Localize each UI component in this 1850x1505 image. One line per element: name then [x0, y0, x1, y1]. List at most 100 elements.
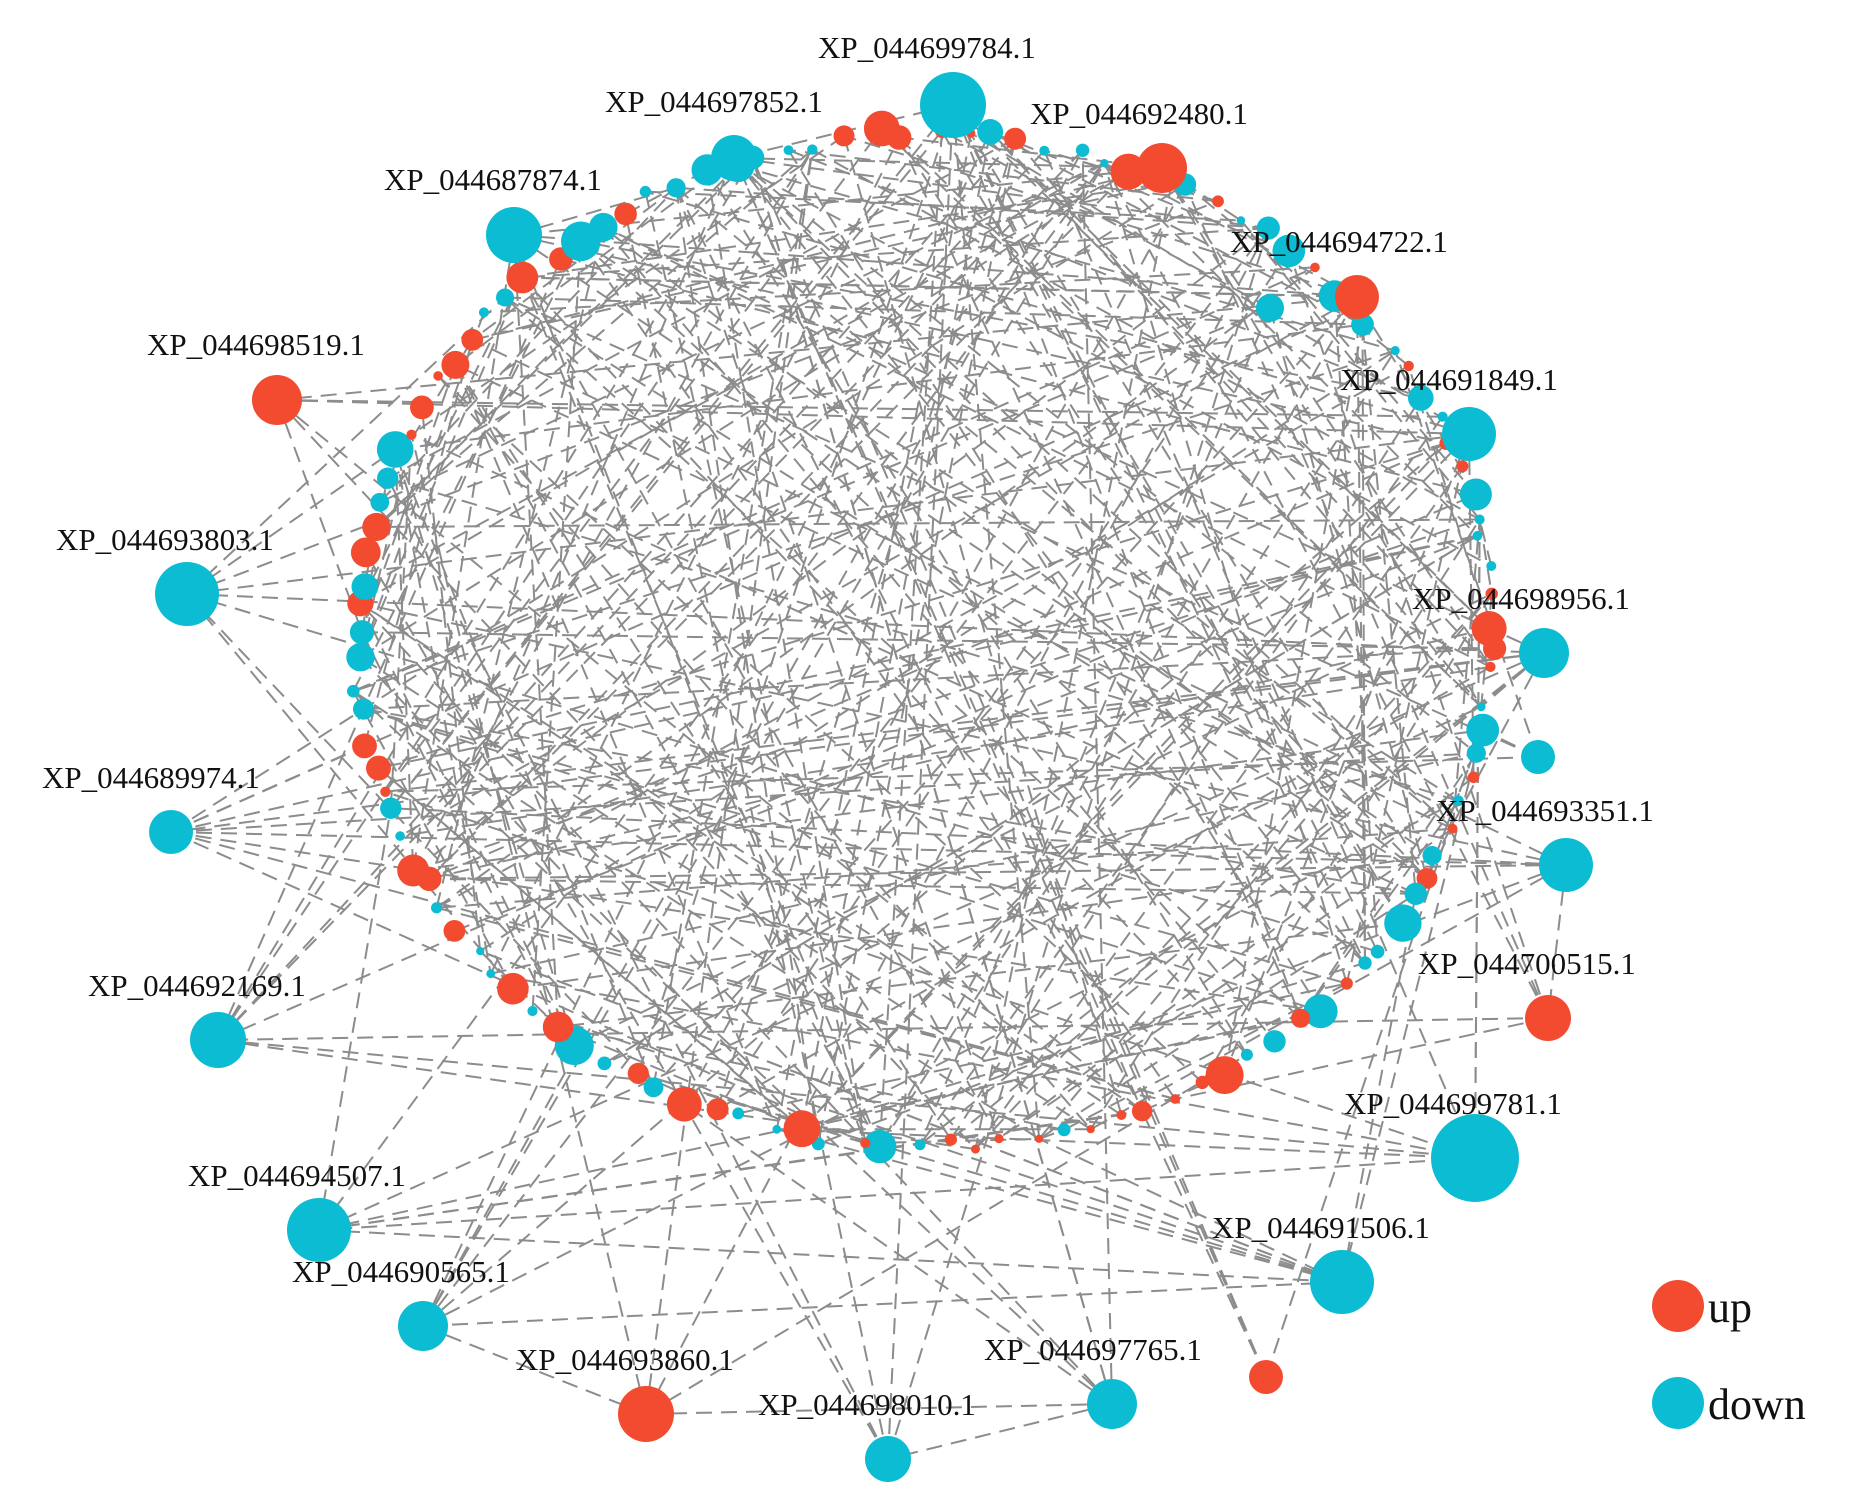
hub-label: XP_044698519.1	[147, 327, 365, 362]
interaction-edge	[788, 149, 1219, 203]
up-node	[366, 755, 391, 781]
legend-up-marker	[1652, 1280, 1704, 1332]
hub-edge	[217, 1017, 1549, 1041]
hub-node-xp-044699781-1	[1431, 1114, 1519, 1202]
interaction-edge	[716, 250, 1290, 1110]
hub-label: XP_044691506.1	[1212, 1210, 1430, 1245]
hub-label: XP_044694507.1	[188, 1158, 406, 1193]
hub-node-xp-044693351-1	[1539, 838, 1593, 892]
hub-label: XP_044698956.1	[1412, 581, 1630, 616]
interaction-edge	[1240, 219, 1481, 521]
up-node	[1467, 771, 1480, 784]
hub-edge	[454, 157, 735, 366]
interaction-edge	[602, 226, 1276, 1042]
hub-edge	[513, 234, 867, 1144]
interaction-edge	[454, 364, 778, 1130]
down-node	[807, 144, 818, 155]
interaction-edge	[974, 182, 1173, 1150]
interaction-edge	[361, 631, 1495, 650]
interaction-edge	[479, 349, 1396, 952]
up-node	[833, 125, 855, 147]
hub-edge	[898, 136, 1163, 169]
hub-node-xp-044698956-1	[1519, 628, 1569, 678]
hub-edge	[170, 652, 1545, 833]
interaction-edge	[974, 593, 1493, 1150]
hub-label: XP_044689974.1	[42, 760, 260, 795]
interaction-edge	[489, 137, 900, 975]
interaction-edge	[379, 187, 677, 503]
hub-edge	[318, 808, 392, 1231]
hub-edge	[217, 493, 1477, 1041]
interaction-edge	[352, 349, 1396, 693]
interaction-edge	[390, 130, 943, 809]
hub-label: XP_044693860.1	[516, 1342, 734, 1377]
hub-edge	[1161, 167, 1483, 708]
hub-node-xp-044692169-1	[190, 1012, 246, 1068]
interaction-edge	[706, 169, 867, 1144]
interaction-edge	[399, 138, 1016, 837]
interaction-edge	[387, 137, 1016, 480]
up-node	[506, 261, 539, 294]
interaction-edge	[504, 296, 1428, 880]
hub-edge	[733, 157, 1428, 880]
hub-edge	[645, 190, 1470, 435]
interaction-edge	[363, 339, 474, 747]
up-node	[1416, 868, 1438, 889]
hub-edge	[878, 296, 1358, 1148]
up-node	[1170, 1094, 1181, 1104]
hub-edge	[733, 157, 1269, 230]
down-node	[1472, 530, 1483, 541]
down-node	[1466, 713, 1500, 747]
down-node	[496, 288, 514, 307]
hub-label: XP_044693351.1	[1436, 793, 1654, 828]
up-node	[362, 512, 391, 542]
hub-label: XP_044692480.1	[1030, 96, 1248, 131]
hub-node-xp-044687874-1	[486, 207, 542, 263]
interaction-edge	[359, 434, 413, 658]
hub-edge	[276, 399, 1143, 1112]
up-node	[783, 1110, 821, 1148]
interaction-edge	[878, 350, 1396, 1148]
hub-edge	[1043, 150, 1476, 1159]
down-node	[1256, 216, 1280, 240]
interaction-edge	[801, 962, 1366, 1130]
hub-edge	[1174, 1017, 1549, 1100]
hub-edge	[490, 972, 1476, 1159]
hub-edge	[170, 305, 1361, 833]
interaction-edge	[394, 449, 492, 974]
up-node	[1485, 587, 1498, 600]
edge-layer	[170, 104, 1567, 1460]
up-node	[1403, 360, 1414, 372]
hub-node-xp-044693860-1	[618, 1386, 674, 1442]
hub-edge	[532, 1010, 1343, 1283]
up-node	[461, 328, 484, 351]
down-node	[376, 431, 414, 468]
hub-edge	[1341, 893, 1417, 1283]
down-node	[347, 684, 360, 698]
legend: up down	[1652, 1280, 1806, 1429]
hub-edge	[1394, 350, 1539, 758]
hub-edge	[970, 132, 1470, 435]
hub-edge	[733, 157, 1366, 964]
interaction-edge	[378, 442, 1447, 770]
hub-edge	[422, 227, 1270, 1327]
hub-label: XP_044700515.1	[1418, 946, 1636, 981]
down-node	[1263, 1030, 1286, 1053]
interaction-edge	[521, 277, 881, 1147]
down-node	[732, 1107, 745, 1120]
interaction-edge	[706, 169, 1248, 1056]
down-node	[1370, 944, 1385, 959]
hub-label: XP_044693803.1	[56, 522, 274, 557]
interaction-edge	[989, 131, 1363, 326]
interaction-edge	[1184, 183, 1410, 367]
hub-edge	[652, 296, 1358, 1088]
hub-node-xp-044694507-1	[287, 1198, 351, 1262]
hub-edge	[751, 157, 1113, 1405]
down-node	[478, 307, 489, 318]
down-node	[527, 1005, 538, 1017]
hub-edge	[170, 831, 1567, 866]
hub-edge	[1345, 433, 1470, 984]
down-node	[1408, 385, 1434, 411]
node-layer	[346, 110, 1555, 1394]
hub-label: XP_044687874.1	[384, 162, 602, 197]
